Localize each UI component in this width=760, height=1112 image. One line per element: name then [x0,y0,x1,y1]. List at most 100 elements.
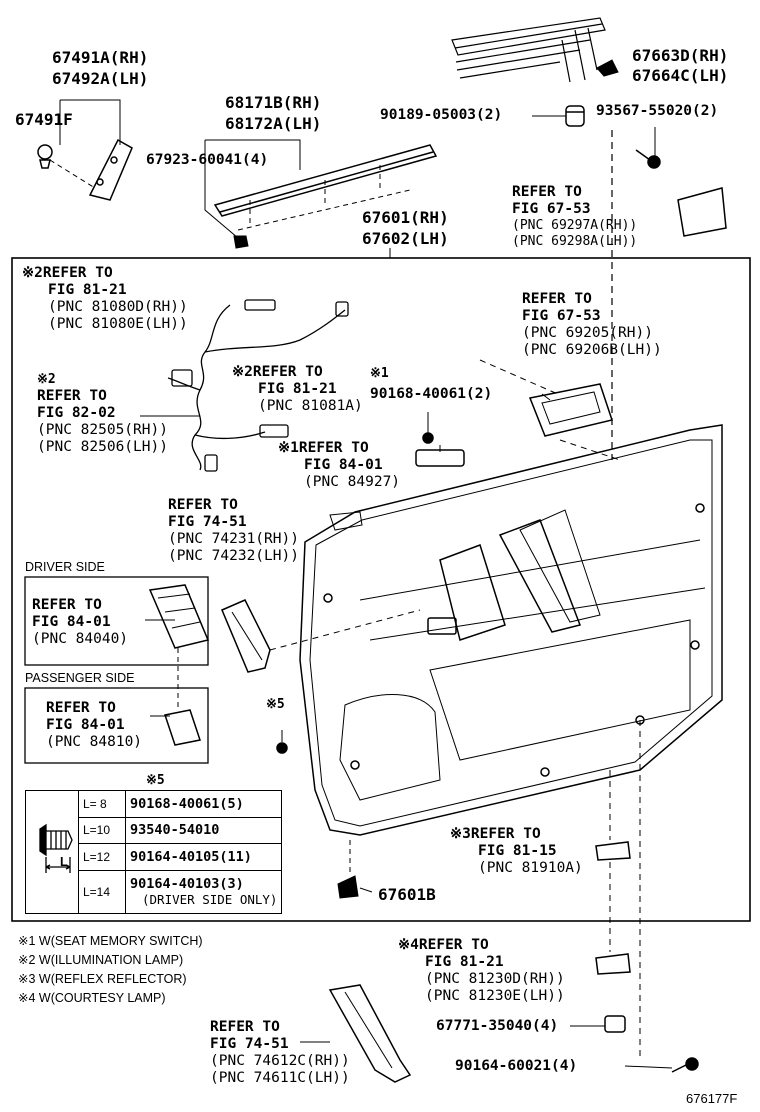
clip-67663 [596,59,619,77]
ref-mark: ※3 [450,826,471,842]
ref-line: REFER TO [252,364,323,380]
ref-handle: REFER TO FIG 67-53 (PNC 69205(RH)) (PNC … [522,291,662,359]
ref-line: (PNC 84810) [46,734,143,750]
passenger-side-title: PASSENGER SIDE [25,671,135,685]
ref-line: (PNC 81080D(RH)) [48,299,188,315]
ref-armrest: REFER TO FIG 74-51 (PNC 74612C(RH)) (PNC… [210,1019,350,1087]
leader [60,99,121,145]
ref-line: FIG 67-53 [512,201,591,217]
length-cell: L=14 [78,869,126,915]
ref-line: FIG 84-01 [46,717,125,733]
part-cell: 90164-40103(3) (DRIVER SIDE ONLY) [124,869,283,915]
part-cell: 93540-54010 [124,816,283,845]
ref-reflex: ※3REFER TO FIG 81-15 (PNC 81910A) [450,826,583,877]
ref-grip: REFER TO FIG 74-51 (PNC 74231(RH)) (PNC … [168,497,299,565]
ref-line: FIG 84-01 [304,457,383,473]
armrest [328,984,412,1083]
ref-line: REFER TO [512,184,582,200]
dashed-guide [269,609,421,651]
ref-line: REFER TO [470,826,541,842]
part-68171-rh: 68171B(RH) [225,93,322,112]
part-67771: 67771-35040(4) [436,1018,559,1034]
ref-memory: ※1REFER TO FIG 84-01 (PNC 84927) [278,440,400,491]
leader [205,139,301,170]
ref-mark: ※4 [398,937,419,953]
ref-line: (PNC 81230E(LH)) [425,988,565,1004]
mark-1: ※1 [370,366,389,381]
passenger-switch [164,709,201,746]
part-67663-lh: 67664C(LH) [632,66,729,85]
ref-driver: REFER TO FIG 84-01 (PNC 84040) [32,597,128,648]
ref-line: (PNC 81230D(RH)) [425,971,565,987]
bracket-67491 [88,138,133,201]
leader [359,887,373,893]
screw-93567 [635,149,661,169]
table-header-mark: ※5 [146,773,165,788]
footnote-1: ※1 W(SEAT MEMORY SWITCH) [18,934,203,948]
ref-line: (PNC 84040) [32,631,129,647]
nut-90189 [565,105,585,127]
ref-line: (PNC 74231(RH)) [168,531,299,547]
ref-line: (PNC 81910A) [478,860,583,876]
memory-switch [415,449,465,467]
mark-5: ※5 [266,697,285,712]
ref-line: FIG 81-21 [48,282,127,298]
part-67601b: 67601B [378,885,436,904]
dashed-guide [479,359,621,461]
table-row: L= 8 90168-40061(5) [25,790,283,914]
ref-line: REFER TO [42,265,113,281]
part-67491-rh: 67491A(RH) [52,48,149,67]
ref-line: FIG 74-51 [210,1036,289,1052]
ref-line: REFER TO [522,291,592,307]
part-67923: 67923-60041(4) [146,152,269,168]
ref-mark: ※2 [232,364,253,380]
screw-90164 [671,1057,699,1073]
footnote-2: ※2 W(ILLUMINATION LAMP) [18,953,184,967]
part-67491-lh: 67492A(LH) [52,69,149,88]
part-67663-rh: 67663D(RH) [632,46,729,65]
leader [541,393,551,401]
ref-line: REFER TO [168,497,238,513]
table-row: L=12 90164-40105(11) [26,843,283,871]
ref-line: (PNC 82505(RH)) [37,422,168,438]
courtesy-lamp [595,953,631,975]
screw-90168 [422,412,434,444]
ref-line: (PNC 69205(RH)) [522,325,653,341]
ref-line: (PNC 84927) [304,474,401,490]
part-cell: 90164-40105(11) [124,843,283,871]
ref-mark: ※2 [37,372,56,387]
part-68171-lh: 68172A(LH) [225,114,322,133]
ref-line: FIG 74-51 [168,514,247,530]
part-90164: 90164-60021(4) [455,1058,578,1074]
inside-handle [528,383,613,437]
part-67601-lh: 67602(LH) [362,229,449,248]
ref-line: FIG 82-02 [37,405,116,421]
ref-line: (PNC 69297A(RH)) [512,218,638,233]
clip-67923 [233,235,249,249]
ref-line: (PNC 74232(LH)) [168,548,299,564]
screw-spec-table: L= 8 90168-40061(5) L=10 93540-54010 L=1… [25,790,283,915]
ref-line: REFER TO [46,700,116,716]
part-90189: 90189-05003(2) [380,107,503,123]
part-90168: 90168-40061(2) [370,386,493,402]
ref-line: (PNC 69206B(LH)) [522,342,662,358]
ref-passenger: REFER TO FIG 84-01 (PNC 84810) [46,700,142,751]
ref-line: REFER TO [210,1019,280,1035]
ref-mark: ※1 [278,440,299,456]
footnote-3: ※3 W(REFLEX REFLECTOR) [18,972,187,986]
ref-line: (PNC 81080E(LH)) [48,316,188,332]
driver-switch [148,584,210,649]
ref-wire1: ※2REFER TO FIG 81-21 (PNC 81080D(RH)) (P… [22,265,188,333]
passenger-side-box [24,687,209,764]
ref-line: FIG 67-53 [522,308,601,324]
dashed-guide [49,159,96,189]
leader [624,1065,673,1069]
clip-67491f [37,144,53,169]
footnote-4: ※4 W(COURTESY LAMP) [18,991,166,1005]
driver-side-title: DRIVER SIDE [25,560,105,574]
ref-line: REFER TO [37,388,107,404]
ref-courtesy: ※4REFER TO FIG 81-21 (PNC 81230D(RH)) (P… [398,937,565,1005]
ref-glass: REFER TO FIG 67-53 (PNC 69297A(RH)) (PNC… [512,184,637,250]
ref-line: (PNC 74612C(RH)) [210,1053,350,1069]
